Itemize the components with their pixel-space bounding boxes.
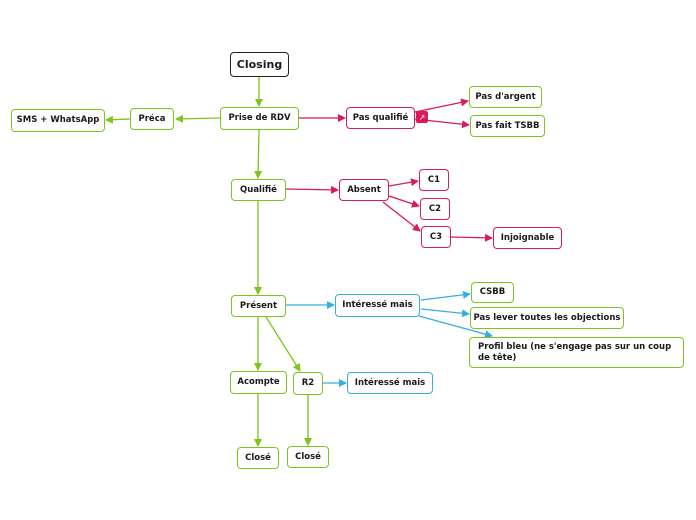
node-interesse-mais-2[interactable]: Intéressé mais bbox=[347, 372, 433, 394]
node-acompte[interactable]: Acompte bbox=[230, 371, 287, 394]
edge-c3-injoignable bbox=[449, 233, 493, 242]
node-profil-bleu[interactable]: Profil bleu (ne s'engage pas sur un coup… bbox=[469, 337, 684, 368]
node-objections[interactable]: Pas lever toutes les objections bbox=[470, 307, 624, 329]
node-r2[interactable]: R2 bbox=[293, 372, 323, 395]
edge-prise-qualifie bbox=[254, 129, 263, 179]
edge-absent-c3 bbox=[382, 201, 421, 232]
node-c3[interactable]: C3 bbox=[421, 226, 451, 248]
edge-absent-c1 bbox=[388, 178, 419, 187]
node-pas-fait-tsbb[interactable]: Pas fait TSBB bbox=[470, 115, 545, 137]
node-preca[interactable]: Préca bbox=[130, 108, 174, 130]
node-injoignable[interactable]: Injoignable bbox=[493, 227, 562, 249]
node-pas-qualifie[interactable]: Pas qualifié bbox=[346, 107, 415, 129]
node-pas-argent[interactable]: Pas d'argent bbox=[469, 86, 542, 108]
edge-prise-preca bbox=[175, 114, 221, 123]
node-sms-whatsapp[interactable]: SMS + WhatsApp bbox=[11, 109, 105, 132]
relationship-icon[interactable]: ↗ bbox=[416, 111, 428, 123]
node-c2[interactable]: C2 bbox=[420, 198, 450, 220]
edge-pasqualifie-argent bbox=[414, 98, 469, 113]
node-qualifie[interactable]: Qualifié bbox=[231, 179, 286, 201]
edge-qualifie-absent bbox=[285, 185, 339, 194]
edge-present-r2 bbox=[265, 316, 301, 372]
node-present[interactable]: Présent bbox=[231, 295, 286, 317]
node-csbb[interactable]: CSBB bbox=[471, 282, 514, 303]
node-prise-de-rdv[interactable]: Prise de RDV bbox=[220, 107, 299, 130]
node-c1[interactable]: C1 bbox=[419, 169, 449, 191]
edge-interesse-objections bbox=[420, 308, 470, 318]
edge-absent-c2 bbox=[388, 195, 420, 208]
node-close-1[interactable]: Closé bbox=[237, 447, 279, 469]
edge-preca-sms bbox=[105, 115, 131, 124]
node-closing[interactable]: Closing bbox=[230, 52, 289, 77]
node-close-2[interactable]: Closé bbox=[287, 446, 329, 468]
edge-interesse-profil bbox=[418, 315, 493, 339]
node-absent[interactable]: Absent bbox=[339, 179, 389, 201]
edge-interesse-csbb bbox=[420, 290, 471, 301]
node-interesse-mais-1[interactable]: Intéressé mais bbox=[335, 294, 420, 317]
